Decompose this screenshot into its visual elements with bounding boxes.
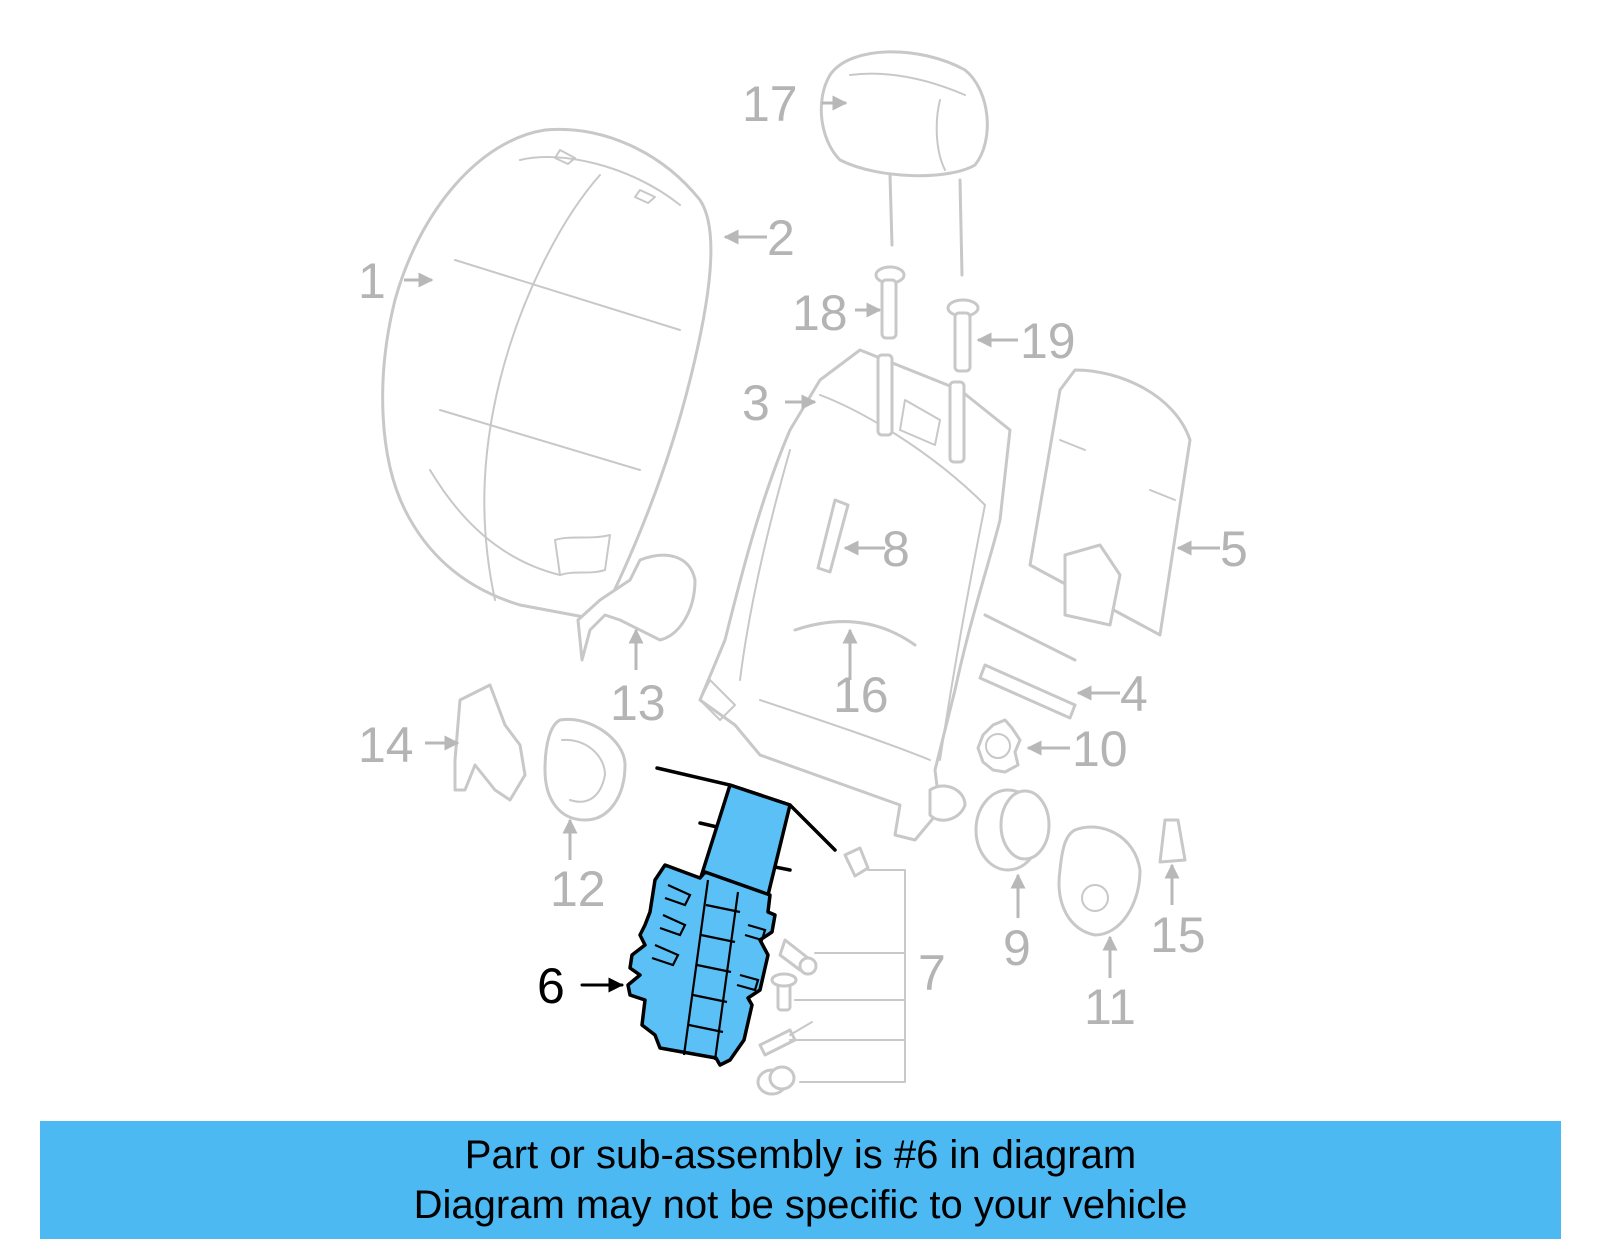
- part-3-seatback-frame: [698, 348, 1012, 842]
- callout-labels: 17 2 1 18 19 3 8 5 16 4 13 14 10 12 7 9 …: [358, 76, 1248, 1035]
- part-6-lumbar-support[interactable]: [626, 766, 837, 1067]
- part-5-back-panel: [1028, 368, 1192, 637]
- part-1-seatback-cover: [381, 127, 713, 622]
- banner-line-1: Part or sub-assembly is #6 in diagram: [464, 1133, 1137, 1177]
- part-10-gear: [976, 718, 1022, 774]
- part-13-bracket: [576, 553, 697, 662]
- part-11-trim: [1057, 825, 1142, 937]
- part-19-guide: [946, 298, 980, 373]
- callout-17: 17: [742, 76, 798, 132]
- part-8: [816, 498, 850, 574]
- part-12-cover: [543, 717, 627, 822]
- part-7-hardware: [756, 846, 906, 1096]
- info-banner: Part or sub-assembly is #6 in diagram Di…: [40, 1121, 1561, 1239]
- callout-9: 9: [1003, 920, 1031, 976]
- part-9-knob: [974, 788, 1051, 872]
- callout-1: 1: [358, 253, 386, 309]
- callout-5: 5: [1220, 521, 1248, 577]
- parts-diagram: 17 2 1 18 19 3 8 5 16 4 13 14 10 12 7 9 …: [358, 50, 1248, 1096]
- part-18-guide: [874, 265, 906, 340]
- callout-3: 3: [742, 375, 770, 431]
- callout-12: 12: [550, 861, 606, 917]
- callout-4: 4: [1120, 666, 1148, 722]
- part-4-bar: [978, 613, 1077, 720]
- part-14: [453, 683, 527, 802]
- callout-6: 6: [537, 958, 565, 1014]
- callout-15: 15: [1150, 907, 1206, 963]
- part-15-clip: [1158, 818, 1187, 864]
- callout-18: 18: [792, 285, 848, 341]
- callout-19: 19: [1020, 313, 1076, 369]
- callout-7: 7: [918, 945, 946, 1001]
- callout-11: 11: [1084, 979, 1136, 1035]
- callout-13: 13: [610, 675, 666, 731]
- leader-arrows: [404, 95, 1220, 993]
- callout-16: 16: [833, 667, 889, 723]
- callout-2: 2: [767, 210, 795, 266]
- callout-8: 8: [882, 521, 910, 577]
- callout-14: 14: [358, 717, 414, 773]
- banner-line-2: Diagram may not be specific to your vehi…: [413, 1183, 1188, 1227]
- callout-10: 10: [1072, 721, 1128, 777]
- part-17-headrest: [819, 50, 989, 277]
- part-16-wire: [793, 620, 917, 647]
